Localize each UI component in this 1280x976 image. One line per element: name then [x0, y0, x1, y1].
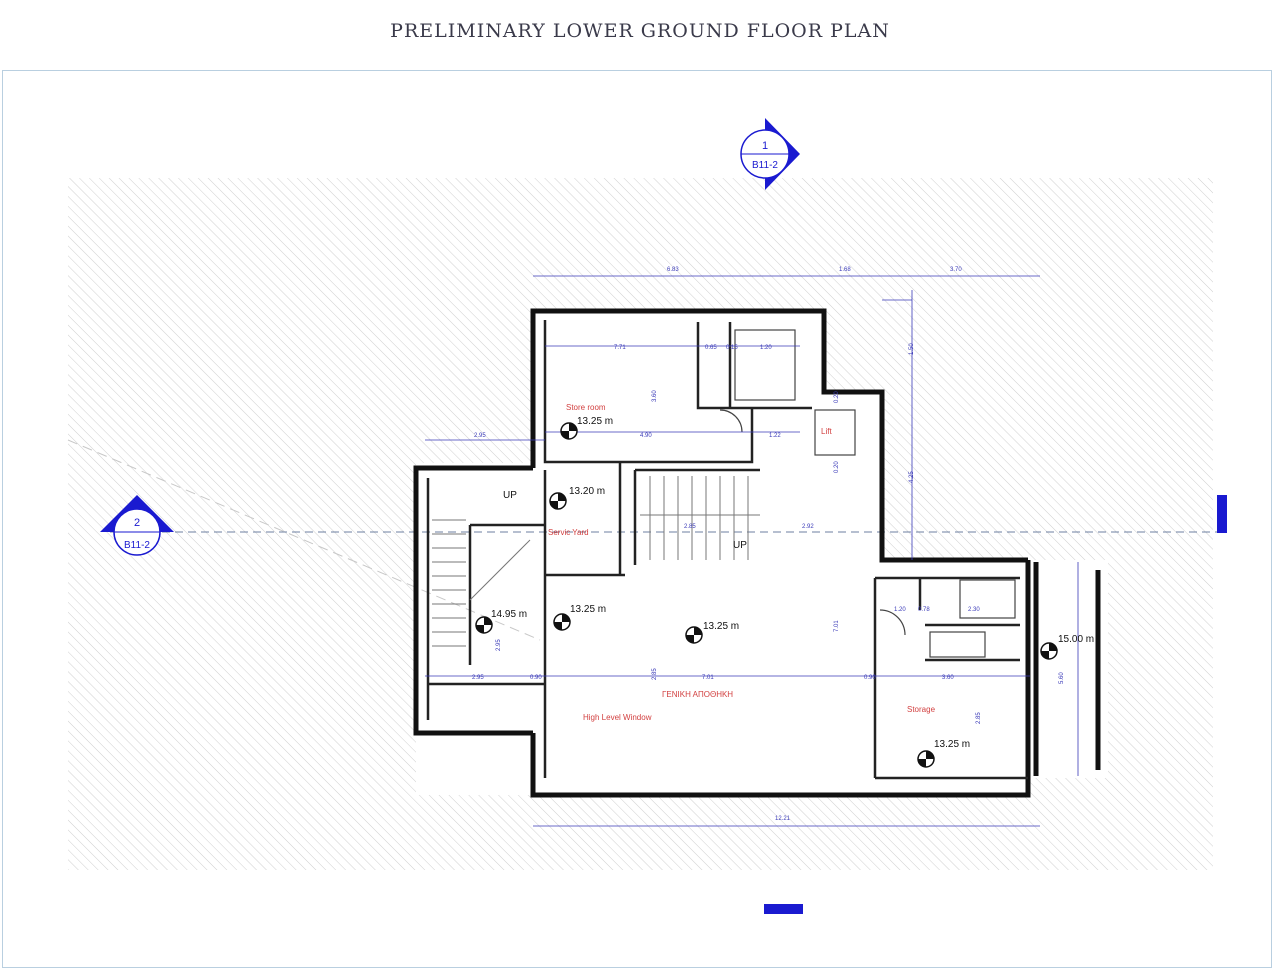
dim-bath-b: 0.78 [918, 607, 930, 613]
level-symbols [475, 422, 1058, 768]
dimension-lines [425, 275, 1079, 827]
dim-stair-a: 2.85 [684, 524, 696, 530]
dim-store-width: 7.71 [614, 345, 626, 351]
fixtures [719, 329, 1016, 658]
section-marker-2-sheet: B11-2 [124, 540, 150, 551]
dim-bath-c: 2.30 [968, 607, 980, 613]
interior-walls [426, 320, 1028, 780]
dim-top-2: 1.68 [839, 267, 851, 273]
building-footprint [416, 311, 1108, 795]
site-boundary-line [67, 439, 541, 641]
dim-wall-a: 2.85 [652, 668, 658, 680]
dim-top-3: 3.70 [950, 267, 962, 273]
room-name-general-storage: ΓΕΝΙΚΗ ΑΠΟΘΗΚΗ [662, 690, 733, 699]
dim-storage-h: 2.85 [976, 712, 982, 724]
dim-wc-c: 1.20 [760, 345, 772, 351]
dim-store-b: 1.22 [769, 433, 781, 439]
dim-hall-d: 7.01 [834, 620, 840, 632]
dim-left-run: 2.95 [474, 433, 486, 439]
level-storage: 13.25 m [934, 739, 970, 750]
walls [413, 308, 1101, 798]
section-end-marker-right [1217, 495, 1227, 533]
dim-lift-b: 0.20 [834, 461, 840, 473]
dim-hall-b: 0.90 [864, 675, 876, 681]
dim-wc-a: 0.65 [705, 345, 717, 351]
dim-hall-a: 7.01 [702, 675, 714, 681]
window-note: High Level Window [583, 713, 652, 722]
room-name-service-yard: Servic Yard [548, 528, 589, 537]
dim-stair-b: 2.92 [802, 524, 814, 530]
level-main-hall: 13.25 m [703, 621, 739, 632]
room-name-storage: Storage [907, 705, 936, 714]
stair-treads [432, 476, 760, 647]
dim-right-mid: 4.25 [909, 471, 915, 483]
page-title: PRELIMINARY LOWER GROUND FLOOR PLAN [390, 20, 890, 42]
section-marker-1-sheet: B11-2 [752, 160, 778, 171]
dim-hall-c: 3.60 [942, 675, 954, 681]
level-stair: 14.95 m [491, 609, 527, 620]
dim-wc-b: 0.15 [726, 345, 738, 351]
room-name-lift: Lift [821, 427, 832, 436]
section-marker-2-number: 2 [134, 517, 140, 529]
dim-left-b: 2.95 [472, 675, 484, 681]
dim-ext-h: 5.60 [1059, 672, 1065, 684]
dim-bath-a: 1.20 [894, 607, 906, 613]
dim-store-a: 4.90 [640, 433, 652, 439]
dim-lift-a: 0.20 [834, 391, 840, 403]
dim-left-c: 0.90 [530, 675, 542, 681]
level-terrace: 15.00 m [1058, 634, 1094, 645]
level-service-yard: 13.20 m [569, 486, 605, 497]
section-end-marker-bottom [764, 904, 803, 914]
stair-up-label-1: UP [503, 490, 517, 501]
section-marker-1[interactable]: 1 B11-2 [740, 118, 800, 190]
section-marker-1-number: 1 [762, 140, 768, 152]
dim-bottom: 12.21 [775, 816, 791, 822]
level-store-room: 13.25 m [577, 416, 613, 427]
section-marker-2[interactable]: 2 B11-2 [100, 495, 174, 556]
stair-up-label-2: UP [733, 540, 747, 551]
dim-store-depth: 3.60 [652, 390, 658, 402]
dim-top-1: 6.83 [667, 267, 679, 273]
dim-right-top: 1.50 [909, 343, 915, 355]
dim-wall-b: 2.95 [496, 639, 502, 651]
level-west-hall: 13.25 m [570, 604, 606, 615]
room-name-store-room: Store room [566, 403, 606, 412]
